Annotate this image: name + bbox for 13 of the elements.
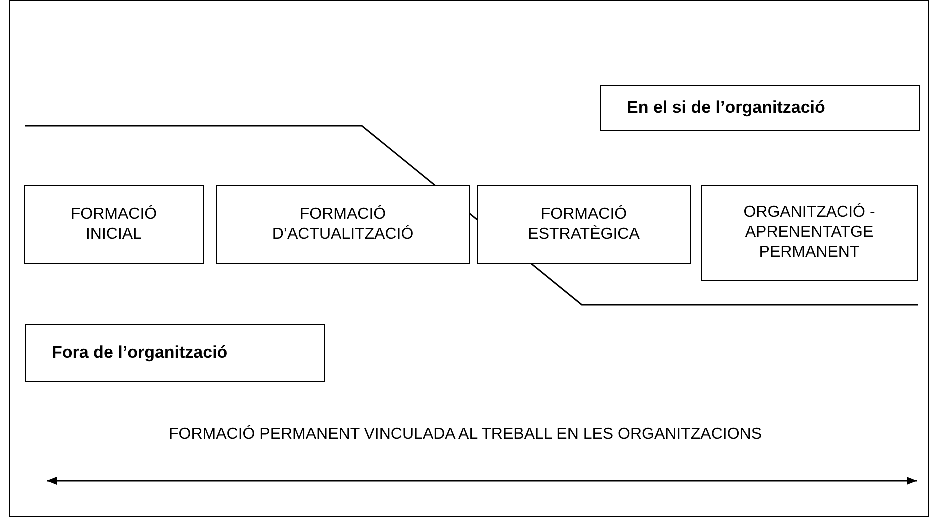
box-text: Fora de l’organització: [52, 342, 228, 364]
area-label-box: [25, 324, 325, 382]
area-label-box: [600, 85, 920, 131]
box-text: FORMACIÓ ESTRATÈGICA: [527, 204, 641, 244]
box-text: En el si de l’organització: [627, 97, 826, 119]
stage-box: [701, 185, 918, 281]
stage-box: [477, 185, 691, 264]
box-text: FORMACIÓ D’ACTUALITZACIÓ: [271, 204, 415, 244]
stage-box: [24, 185, 204, 264]
stage-box: [216, 185, 470, 264]
box-text: ORGANITZACIÓ - APRENENTATGE PERMANENT: [742, 203, 876, 263]
axis-caption: FORMACIÓ PERMANENT VINCULADA AL TREBALL EN LES ORGANITZACIONS: [168, 426, 764, 444]
box-text: FORMACIÓ INICIAL: [70, 204, 158, 244]
